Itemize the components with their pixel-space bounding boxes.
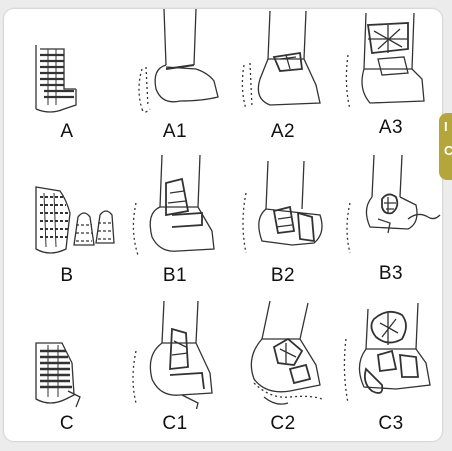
label-A1: A1 bbox=[122, 121, 228, 143]
illustration-B3 bbox=[338, 153, 442, 263]
figure-C1: C1 bbox=[122, 299, 228, 437]
figure-C2: C2 bbox=[230, 299, 336, 437]
label-C: C bbox=[14, 413, 120, 435]
illustration-C2 bbox=[230, 299, 336, 409]
illustration-C bbox=[14, 299, 120, 409]
figure-A3: A3 bbox=[338, 9, 442, 147]
label-C3: C3 bbox=[338, 413, 442, 435]
figure-B2: B2 bbox=[230, 153, 336, 291]
illustration-B bbox=[14, 153, 120, 263]
side-tab-letter-bottom: C bbox=[444, 143, 452, 158]
label-C2: C2 bbox=[230, 413, 336, 435]
figure-B1: B1 bbox=[122, 153, 228, 291]
illustration-C1 bbox=[122, 299, 228, 409]
label-B2: B2 bbox=[230, 265, 336, 287]
illustration-C3 bbox=[338, 299, 442, 409]
label-B3: B3 bbox=[338, 263, 442, 285]
figure-B3: B3 bbox=[338, 153, 442, 291]
label-A2: A2 bbox=[230, 121, 336, 143]
label-C1: C1 bbox=[122, 413, 228, 435]
figure-C: C bbox=[14, 299, 120, 437]
illustration-B1 bbox=[122, 153, 228, 263]
illustration-B2 bbox=[230, 153, 336, 263]
figure-C3: C3 bbox=[338, 299, 442, 437]
figure-B: B bbox=[14, 153, 120, 291]
classification-diagram-panel: A A1 A2 bbox=[4, 9, 442, 441]
illustration-A2 bbox=[230, 9, 336, 119]
illustration-A1 bbox=[122, 9, 228, 119]
label-B1: B1 bbox=[122, 265, 228, 287]
figure-A2: A2 bbox=[230, 9, 336, 147]
figure-A: A bbox=[14, 9, 120, 147]
figure-A1: A1 bbox=[122, 9, 228, 147]
label-B: B bbox=[14, 265, 120, 287]
illustration-A3 bbox=[338, 9, 442, 119]
illustration-A bbox=[14, 9, 120, 119]
label-A: A bbox=[14, 121, 120, 143]
side-tab-letter-top: I bbox=[444, 119, 448, 134]
side-tab[interactable]: I C bbox=[439, 113, 452, 180]
label-A3: A3 bbox=[338, 117, 442, 139]
